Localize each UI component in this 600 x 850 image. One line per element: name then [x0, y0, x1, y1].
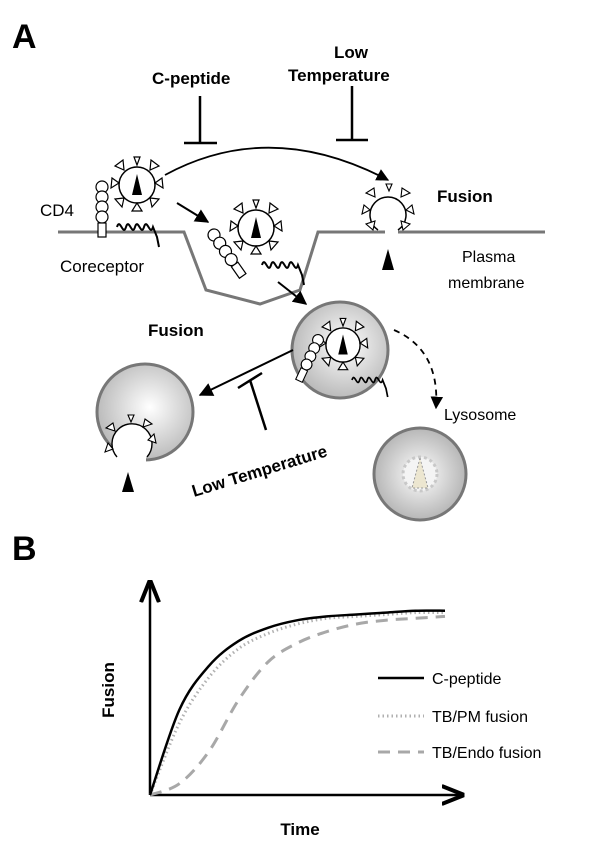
- inhibitor-low-temp-bottom: [237, 371, 268, 431]
- virion-bound: [110, 156, 164, 212]
- coreceptor-1: [116, 223, 160, 248]
- arrow-to-lysosome: [393, 329, 444, 410]
- curve-tb-endo-fusion: [149, 614, 446, 797]
- arrow-to-endosome: [277, 281, 308, 305]
- x-axis-label: Time: [280, 820, 319, 839]
- label-lysosome: Lysosome: [444, 407, 516, 424]
- label-plasma: Plasma: [462, 249, 515, 266]
- legend: C-peptide TB/PM fusion TB/Endo fusion: [378, 671, 541, 762]
- label-low-temp-top-2: Temperature: [288, 66, 390, 85]
- arrow-endocytosis: [176, 202, 210, 223]
- lysosome: [372, 426, 468, 522]
- direct-fusion-arrow: [164, 146, 390, 181]
- inhibitor-c-peptide: [184, 96, 217, 145]
- curve-c-peptide: [148, 609, 446, 796]
- inhibitor-low-temp-top: [336, 86, 368, 142]
- chart-axes: [150, 582, 462, 795]
- label-cd4: CD4: [40, 201, 74, 220]
- label-low-temp-top-1: Low: [334, 43, 369, 62]
- label-fusion-endo: Fusion: [148, 321, 204, 340]
- panel-b-letter: B: [12, 530, 37, 568]
- legend-label-c-peptide: C-peptide: [432, 671, 501, 688]
- legend-label-tb-pm: TB/PM fusion: [432, 709, 528, 726]
- label-c-peptide: C-peptide: [152, 69, 230, 88]
- chart-plot: [148, 609, 446, 797]
- legend-label-tb-endo: TB/Endo fusion: [432, 745, 541, 762]
- curve-tb-pm-fusion: [148, 610, 446, 796]
- endosome: [290, 300, 390, 400]
- label-fusion-pm: Fusion: [437, 187, 493, 206]
- endosome-fused: [95, 362, 195, 492]
- panel-a-letter: A: [12, 18, 37, 56]
- label-coreceptor: Coreceptor: [60, 257, 144, 276]
- arrow-endo-fusion: [198, 349, 294, 396]
- cd4-receptor: [95, 180, 109, 238]
- plasma-membrane: [58, 230, 545, 306]
- virion-in-pit: [229, 199, 283, 255]
- label-low-temp-bottom: Low Temperature: [190, 442, 330, 501]
- coreceptor-2: [261, 261, 305, 286]
- virion-fused-pm: [361, 183, 415, 270]
- label-membrane: membrane: [448, 275, 525, 292]
- y-axis-label: Fusion: [99, 662, 118, 718]
